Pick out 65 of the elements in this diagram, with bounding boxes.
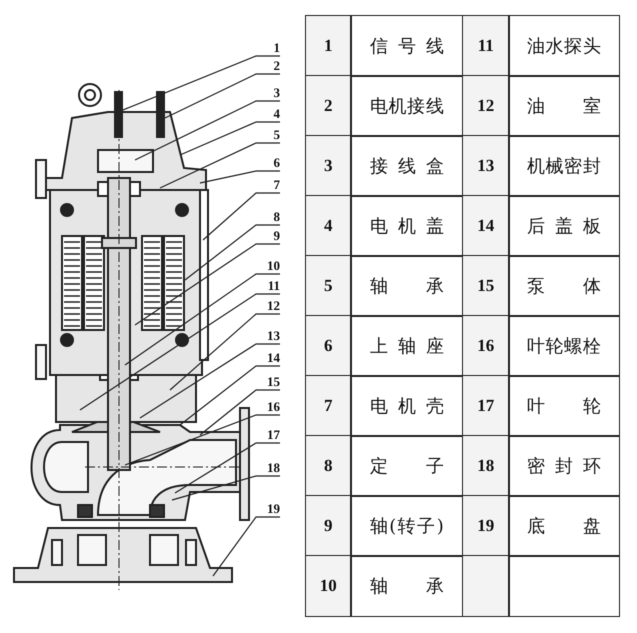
callout-number: 3 [256,85,280,101]
number-cell: 4 [305,195,352,256]
part-name-cell: 叶轮螺栓 [508,315,620,376]
callout-number: 6 [256,155,280,171]
number-cell: 6 [305,315,352,376]
part-name-cell: 机械密封 [508,135,620,196]
part-name-cell: 油水探头 [508,15,620,76]
number-cell: 11 [462,15,510,76]
leader-line [164,73,280,119]
leader-line [200,170,280,184]
number-cell: 17 [462,375,510,436]
callout-number: 13 [256,328,280,344]
leader-line [170,313,280,390]
number-cell: 1 [305,15,352,76]
leader-line [134,243,280,326]
leader-line [184,224,280,280]
callout-number: 4 [256,106,280,122]
leader-line [202,192,280,240]
number-cell: 10 [305,555,352,616]
callout-number: 2 [256,58,280,74]
number-cell: 3 [305,135,352,196]
callout-number: 9 [256,228,280,244]
callout-number: 18 [256,460,280,476]
number-cell: 7 [305,375,352,436]
callout-number: 17 [256,427,280,443]
number-cell: 8 [305,435,352,496]
callout-number: 15 [256,374,280,390]
number-cell: 5 [305,255,352,316]
leader-line [124,414,280,466]
leader-line [200,389,280,436]
leader-line [212,516,280,576]
callout-number: 12 [256,298,280,314]
callout-number: 5 [256,127,280,143]
number-cell: 9 [305,495,352,556]
number-cell: 13 [462,135,510,196]
part-name-cell: 底盘 [508,495,620,556]
leader-line [180,365,280,426]
part-name-cell: 密封环 [508,435,620,496]
leader-line [134,100,280,161]
callout-number: 1 [256,40,280,56]
number-cell: 2 [305,75,352,136]
leader-line [180,121,280,156]
leader-line [140,343,280,418]
number-cell: 19 [462,495,510,556]
leader-line [160,142,280,189]
part-name-cell: 后盖板 [508,195,620,256]
leader-line [80,293,280,410]
number-cell: 12 [462,75,510,136]
part-name-cell: 泵体 [508,255,620,316]
leader-line [172,475,280,501]
number-cell: 15 [462,255,510,316]
number-cell: 16 [462,315,510,376]
callout-number: 16 [256,399,280,415]
part-name-cell: 叶轮 [508,375,620,436]
number-cell: 14 [462,195,510,256]
callout-number: 11 [256,278,280,294]
leader-line [174,442,280,494]
callout-number: 8 [256,209,280,225]
part-name-cell: 油室 [508,75,620,136]
callout-number: 14 [256,350,280,366]
callout-number: 10 [256,258,280,274]
number-cell: 18 [462,435,510,496]
callout-number: 7 [256,177,280,193]
leader-line [124,273,280,366]
callout-number: 19 [256,501,280,517]
